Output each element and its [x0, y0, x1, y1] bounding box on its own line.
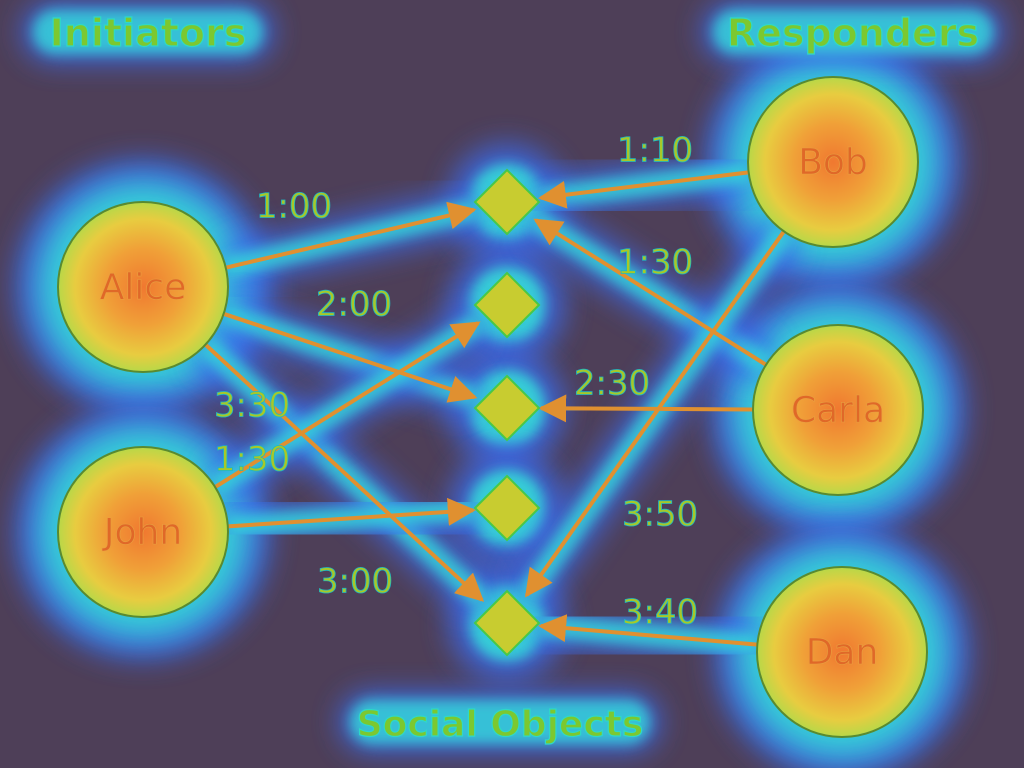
node-name-label: Alice — [100, 267, 187, 308]
edge-time-label: 3:50 — [622, 495, 698, 535]
initiator-node-alice — [57, 201, 229, 373]
node-name-label: Bob — [798, 142, 868, 183]
social-object-diamond-1 — [473, 168, 541, 236]
edge-dan-obj5 — [538, 614, 758, 647]
edge-time-label: 1:30 — [617, 243, 693, 283]
responder-node-bob — [747, 76, 919, 248]
edge-alice-obj5 — [204, 343, 485, 602]
social-object-diamond-3 — [473, 374, 541, 442]
node-name-label: Dan — [806, 632, 879, 673]
responders-heading: Responders — [727, 11, 979, 55]
edge-john-obj2 — [214, 321, 481, 489]
edge-time-label: 1:10 — [617, 131, 693, 171]
edge-john-obj4 — [227, 497, 476, 529]
initiator-node-john — [57, 446, 229, 618]
edge-layer — [204, 170, 786, 647]
edge-alice-obj3 — [223, 311, 478, 403]
node-layer — [57, 76, 928, 738]
initiators-heading: Initiators — [50, 11, 247, 55]
edge-carla-obj3 — [538, 394, 754, 423]
social-object-diamond-2 — [473, 271, 541, 339]
node-name-label: John — [102, 512, 182, 553]
edge-time-label: 2:00 — [316, 285, 392, 325]
edge-time-label: 3:40 — [622, 593, 698, 633]
responder-node-dan — [756, 566, 928, 738]
social-object-diamond-4 — [473, 474, 541, 542]
edge-time-label: 1:00 — [256, 187, 332, 227]
edge-bob-obj5 — [524, 230, 786, 598]
edge-time-label: 2:30 — [574, 364, 650, 404]
edge-bob-obj1 — [537, 170, 749, 209]
social-objects-heading: Social Objects — [357, 704, 644, 745]
edge-time-label: 1:30 — [214, 440, 290, 480]
text-layer: Initiators Responders Social Objects 1:0… — [49, 10, 980, 745]
edge-carla-obj1 — [533, 218, 768, 367]
social-object-diamond-5 — [473, 589, 541, 657]
social-object-layer — [473, 168, 541, 657]
responder-node-carla — [752, 324, 924, 496]
edge-time-label: 3:00 — [317, 562, 393, 602]
edge-alice-obj1 — [225, 201, 477, 270]
edge-time-label: 3:30 — [214, 386, 290, 426]
node-name-label: Carla — [791, 390, 885, 431]
